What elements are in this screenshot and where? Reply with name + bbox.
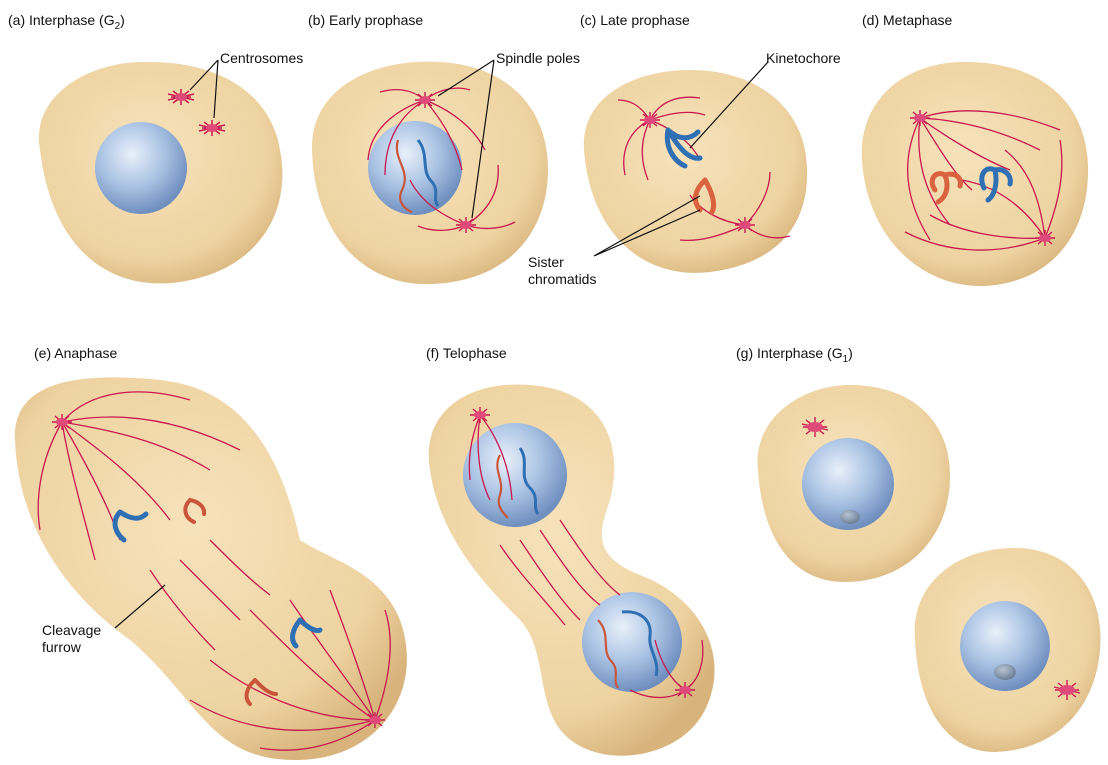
spindle-pole-e1 xyxy=(52,414,72,430)
panel-title-c: (c) Late prophase xyxy=(580,12,690,28)
label-cleavage-furrow: Cleavage furrow xyxy=(42,622,101,656)
panel-c-late-prophase xyxy=(584,62,807,273)
panel-f-telophase xyxy=(429,384,715,755)
nucleolus-g1 xyxy=(840,510,860,524)
spindle-pole-f1 xyxy=(470,407,490,423)
panel-title-f: (f) Telophase xyxy=(426,345,507,361)
label-kinetochore: Kinetochore xyxy=(766,50,841,67)
label-cleavage-line2: furrow xyxy=(42,639,101,656)
panel-g-interphase-g1 xyxy=(757,385,1100,752)
panel-a-interphase-g2 xyxy=(39,60,283,283)
spindle-pole-d1 xyxy=(910,110,930,126)
panel-title-d: (d) Metaphase xyxy=(862,12,952,28)
spindle-pole-e2 xyxy=(365,712,385,728)
nucleolus-g2 xyxy=(994,664,1016,680)
label-sister-chromatids: Sister chromatids xyxy=(528,254,596,288)
label-spindle-poles: Spindle poles xyxy=(496,50,580,67)
label-sister-line1: Sister xyxy=(528,254,596,271)
panel-title-e: (e) Anaphase xyxy=(34,345,117,361)
cell-f xyxy=(429,384,715,755)
panel-e-anaphase xyxy=(15,377,407,760)
panel-title-g: (g) Interphase (G1) xyxy=(736,345,853,365)
cell-e xyxy=(15,377,407,760)
panel-d-metaphase xyxy=(862,62,1088,286)
label-sister-line2: chromatids xyxy=(528,271,596,288)
spindle-pole-c1 xyxy=(640,112,660,128)
panel-title-a: (a) Interphase (G2) xyxy=(8,12,125,32)
panel-b-early-prophase xyxy=(312,60,548,284)
nucleus-f2 xyxy=(582,592,682,692)
spindle-pole-c2 xyxy=(735,217,755,233)
panel-title-b: (b) Early prophase xyxy=(308,12,423,28)
label-centrosomes: Centrosomes xyxy=(220,50,303,67)
spindle-pole-b1 xyxy=(415,92,435,108)
spindle-pole-d2 xyxy=(1035,230,1055,246)
cell-d xyxy=(862,62,1088,286)
spindle-pole-b2 xyxy=(456,217,476,233)
label-cleavage-line1: Cleavage xyxy=(42,622,101,639)
nucleus-b xyxy=(368,121,462,215)
spindle-pole-f2 xyxy=(675,682,695,698)
nucleus-a xyxy=(95,122,187,214)
